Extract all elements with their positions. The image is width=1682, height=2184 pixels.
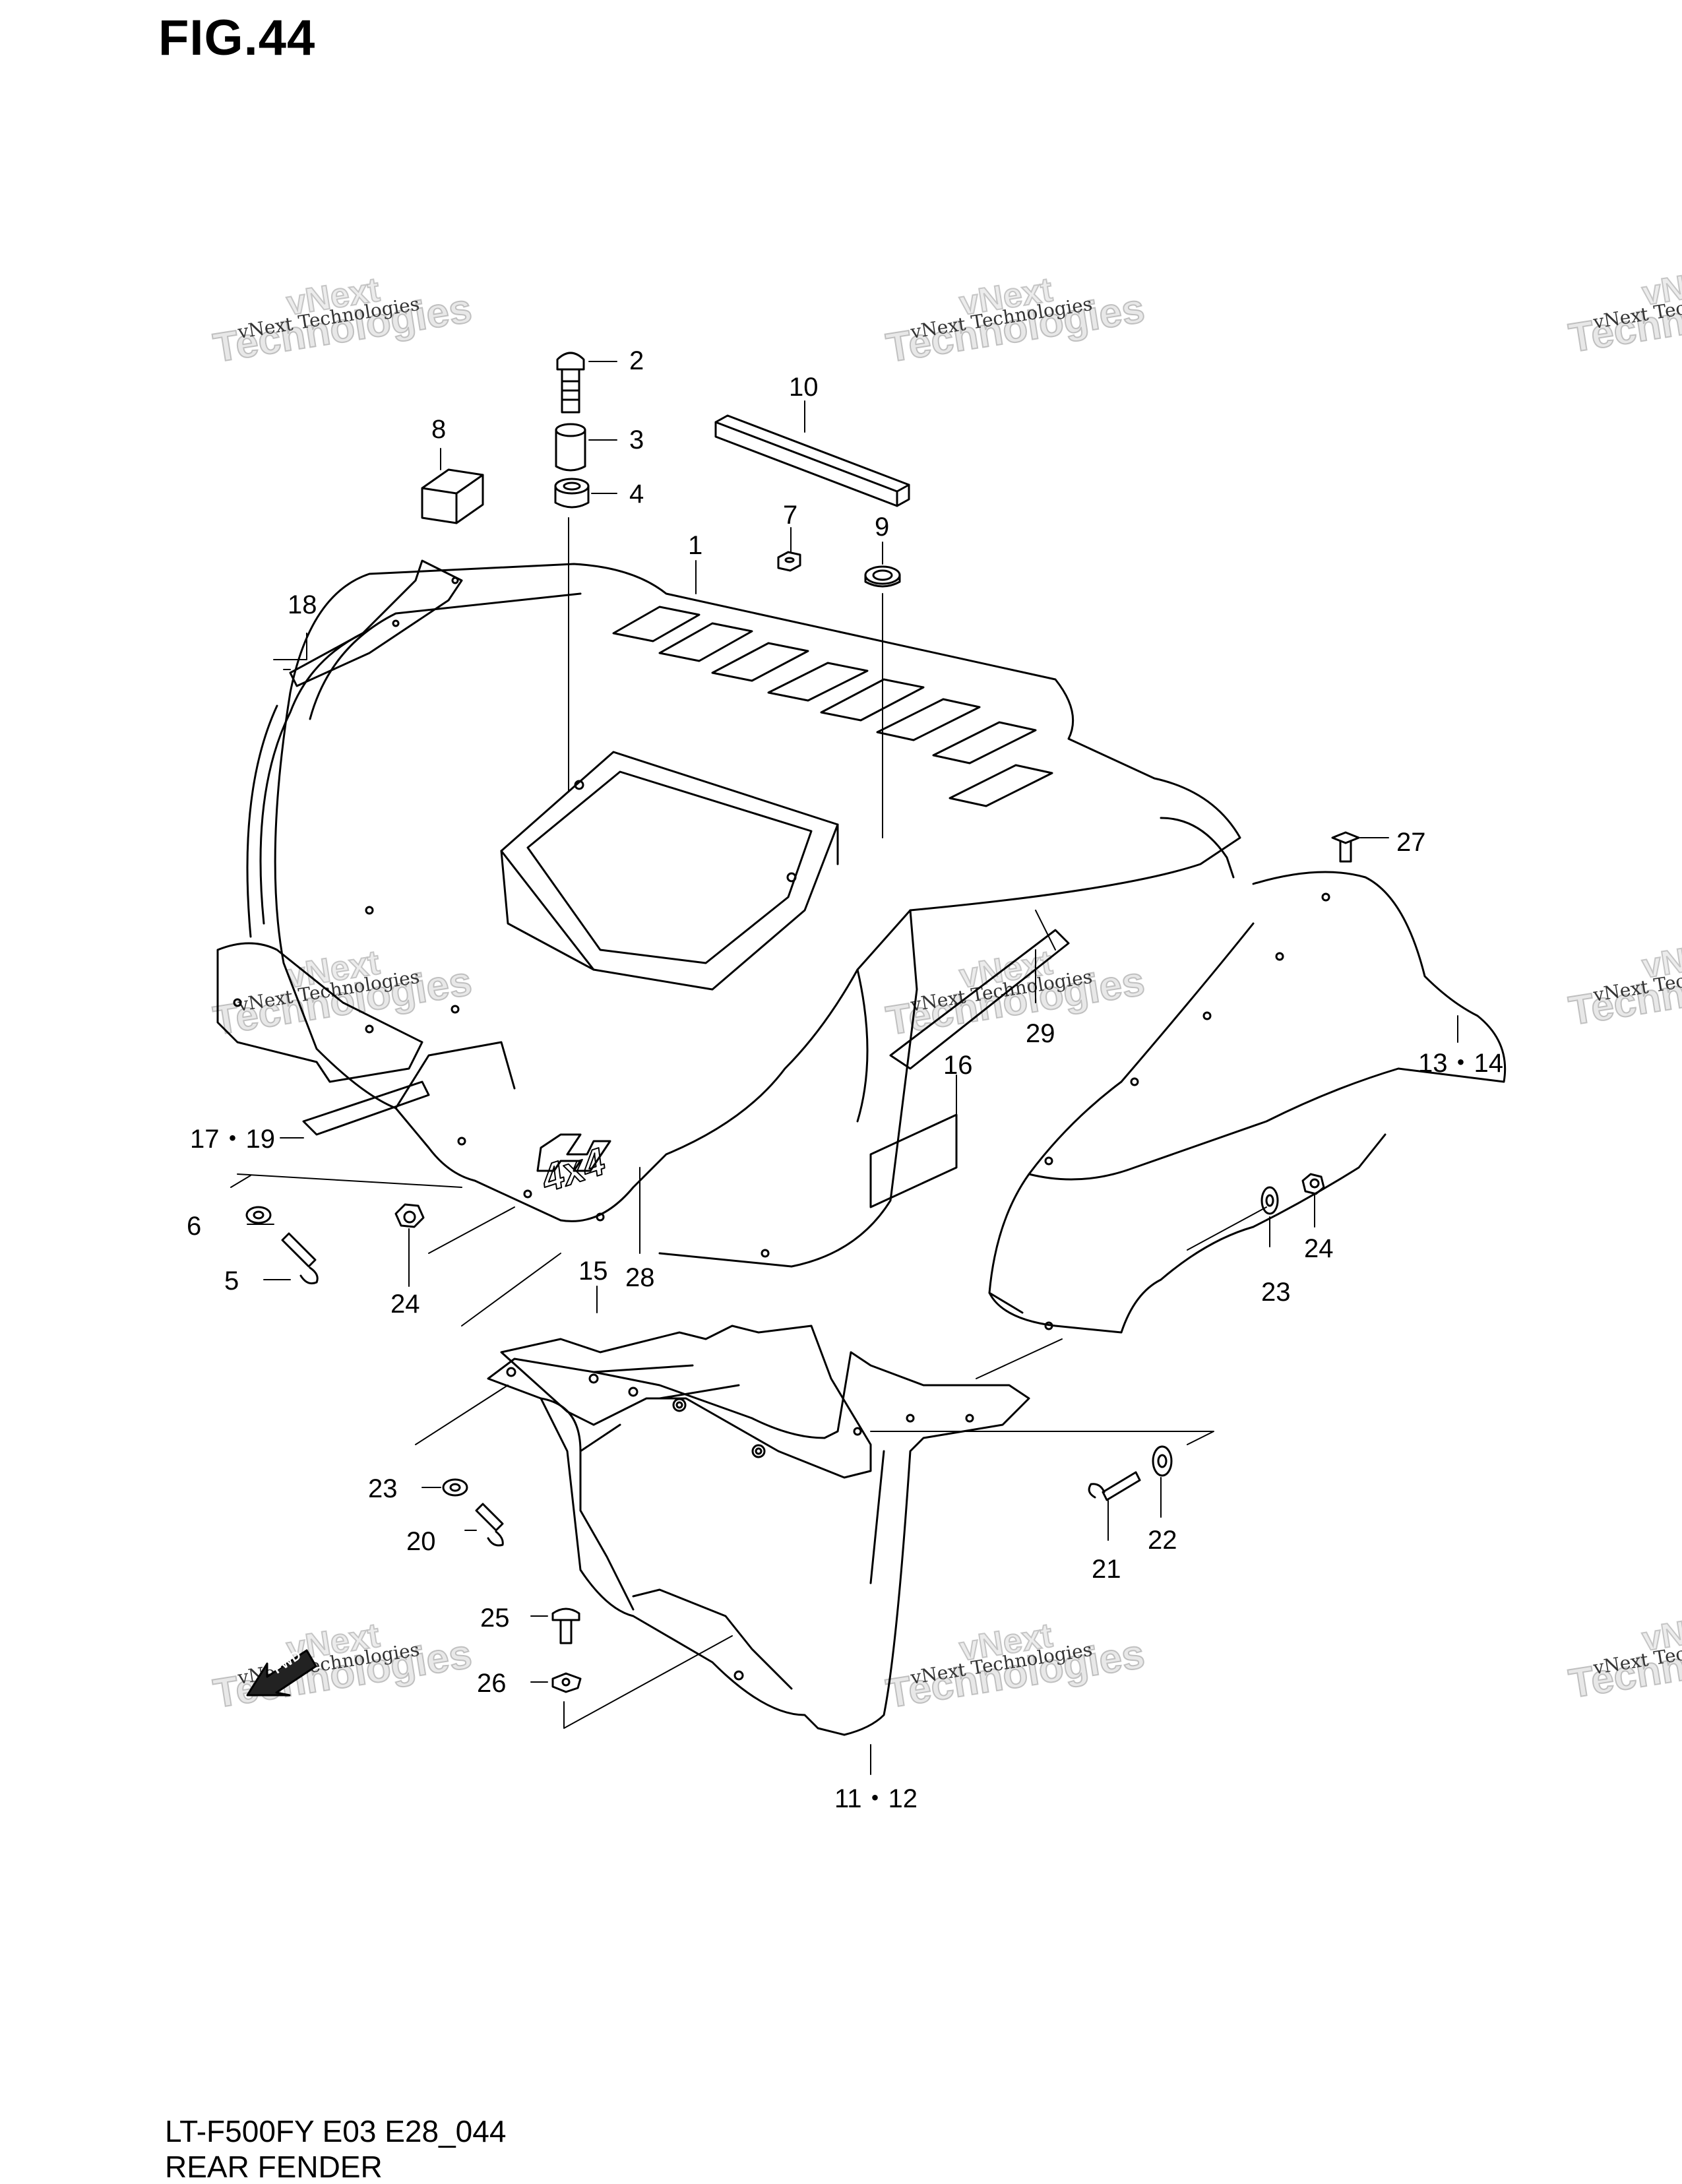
- section-name: REAR FENDER: [165, 2150, 383, 2184]
- callout-2: 2: [629, 346, 644, 375]
- part-24-nut-left[interactable]: [394, 1203, 425, 1228]
- part-9-grommet[interactable]: [864, 565, 901, 588]
- part-29-trim-strip[interactable]: [889, 817, 1235, 1070]
- 4x4-emblem-text: 4x4: [536, 1140, 610, 1201]
- part-21-bolt[interactable]: [1088, 1471, 1141, 1501]
- callout-29: 29: [1026, 1019, 1055, 1048]
- part-8-cushion[interactable]: [421, 468, 484, 524]
- callout-20: 20: [406, 1527, 436, 1556]
- part-11-12-splash-guard[interactable]: [487, 1351, 1030, 1736]
- leader-lines: [230, 361, 1458, 1775]
- callout-23-left: 23: [368, 1474, 398, 1503]
- callout-6: 6: [187, 1212, 201, 1241]
- part-2-bolt[interactable]: [556, 352, 585, 414]
- part-1-rear-fender[interactable]: 4x4: [246, 563, 1241, 1268]
- part-16-side-panel[interactable]: [869, 1113, 958, 1208]
- fwd-arrow-icon: FWD: [246, 1648, 317, 1697]
- callout-11-12: 11・12: [834, 1784, 918, 1813]
- part-26-clip-nut[interactable]: [551, 1672, 582, 1693]
- callout-13-14: 13・14: [1418, 1049, 1503, 1078]
- callout-27: 27: [1396, 828, 1426, 857]
- callout-3: 3: [629, 425, 644, 454]
- callout-28: 28: [625, 1263, 655, 1292]
- part-17-19-mud-flap[interactable]: [216, 942, 430, 1136]
- callout-9: 9: [875, 513, 889, 542]
- part-3-collar[interactable]: [555, 423, 586, 472]
- part-13-14-fender-flare[interactable]: [988, 871, 1507, 1334]
- figure-title: FIG.44: [158, 10, 316, 66]
- callout-26: 26: [477, 1669, 507, 1698]
- part-10-bar[interactable]: [714, 414, 910, 507]
- callout-16: 16: [943, 1051, 973, 1080]
- callout-4: 4: [629, 480, 644, 509]
- callout-8: 8: [431, 415, 446, 444]
- part-7-nut[interactable]: [777, 551, 801, 572]
- callout-5: 5: [224, 1266, 239, 1295]
- part-18-fender-strip[interactable]: [289, 559, 463, 687]
- part-23-washer-right[interactable]: [1261, 1186, 1279, 1215]
- callout-24-left: 24: [390, 1290, 420, 1319]
- callout-25: 25: [480, 1604, 510, 1633]
- callout-15: 15: [578, 1257, 608, 1286]
- callout-18: 18: [288, 590, 317, 619]
- callout-1: 1: [688, 531, 702, 560]
- part-20-bolt[interactable]: [475, 1503, 504, 1547]
- part-6-washer[interactable]: [245, 1206, 272, 1224]
- callout-24-right: 24: [1304, 1234, 1334, 1263]
- callout-21: 21: [1092, 1555, 1121, 1584]
- model-code: LT-F500FY E03 E28_044: [165, 2114, 507, 2148]
- part-5-bolt[interactable]: [281, 1232, 319, 1285]
- part-25-screw[interactable]: [551, 1607, 580, 1644]
- callout-10: 10: [789, 373, 819, 402]
- callout-23-right: 23: [1261, 1278, 1291, 1307]
- part-22-washer[interactable]: [1152, 1445, 1173, 1477]
- callout-22: 22: [1148, 1526, 1177, 1555]
- part-23-washer-left[interactable]: [442, 1478, 468, 1497]
- part-27-push-rivet[interactable]: [1331, 831, 1360, 863]
- callout-labels: 2 3 4 8 10 7 9 1 18 27 29 16 13・14 17・19…: [187, 346, 1503, 1813]
- callout-7: 7: [783, 501, 797, 530]
- part-4-grommet[interactable]: [554, 478, 590, 509]
- callout-17-19: 17・19: [190, 1125, 275, 1154]
- part-15-inner-fender[interactable]: [500, 1325, 872, 1479]
- part-24-nut-right[interactable]: [1301, 1173, 1325, 1195]
